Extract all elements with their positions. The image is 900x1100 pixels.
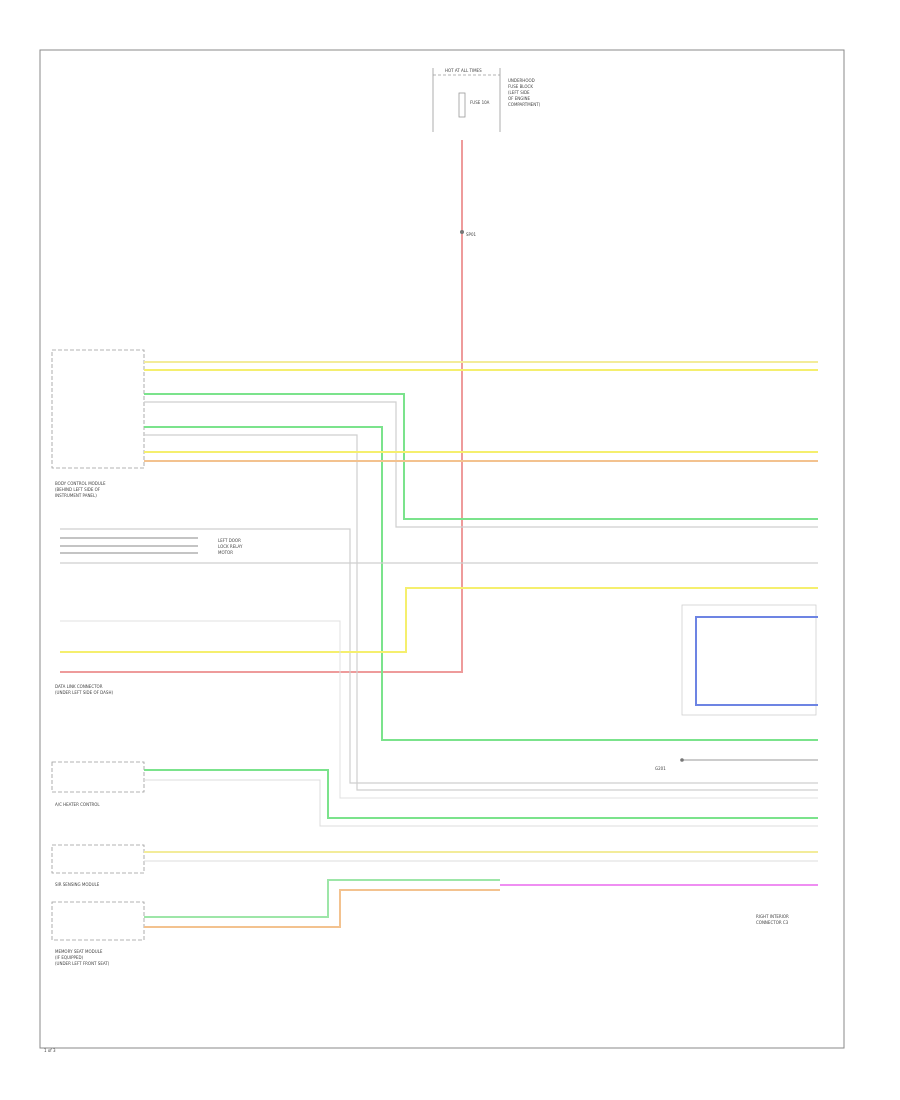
ground-label: G201 bbox=[655, 766, 666, 771]
fuse-label: FUSE 10A bbox=[470, 100, 490, 105]
splice-label: SP01 bbox=[466, 232, 476, 237]
sir-label: SIR SENSING MODULE bbox=[55, 882, 100, 887]
fuse-note-line-2: FUSE BLOCK bbox=[508, 84, 533, 89]
seat-label-line-1: MEMORY SEAT MODULE bbox=[55, 949, 103, 954]
hvac-wires bbox=[144, 769, 818, 827]
page-ref: 1 of 3 bbox=[44, 1048, 56, 1053]
bcm-label-line-1: BODY CONTROL MODULE bbox=[55, 481, 106, 486]
right-connector-label-line-1: RIGHT INTERIOR bbox=[756, 914, 789, 919]
bcm-label-line-3: INSTRUMENT PANEL) bbox=[55, 493, 97, 498]
seat-module-box bbox=[51, 901, 145, 941]
fuse-block-label: HOT AT ALL TIMES bbox=[445, 68, 482, 73]
fuse-block: HOT AT ALL TIMES FUSE 10A UNDERHOOD FUSE… bbox=[432, 68, 541, 132]
door-lock-label-line-2: LOCK RELAY bbox=[218, 544, 243, 549]
fuse-note-line-1: UNDERHOOD bbox=[508, 78, 535, 83]
fuse-note-line-4: OF ENGINE bbox=[508, 96, 531, 101]
bcm-label-line-2: (BEHIND LEFT SIDE OF bbox=[55, 487, 101, 492]
right-connector-box bbox=[681, 604, 817, 716]
power-wire: SP01 bbox=[60, 140, 476, 673]
fuse-note-line-3: (LEFT SIDE bbox=[508, 90, 530, 95]
seat-label-line-2: (IF EQUIPPED) bbox=[55, 955, 84, 960]
dlc-label-line-1: DATA LINK CONNECTOR bbox=[55, 684, 103, 689]
sir-wires bbox=[144, 851, 818, 886]
module-labels: BODY CONTROL MODULE (BEHIND LEFT SIDE OF… bbox=[44, 481, 789, 1053]
right-connector-label-line-2: CONNECTOR C3 bbox=[756, 920, 789, 925]
fuse-note-line-5: COMPARTMENT) bbox=[508, 102, 541, 107]
diagram-border bbox=[39, 49, 845, 1049]
ground-wire: G201 bbox=[655, 758, 818, 771]
sir-module-box bbox=[51, 844, 145, 874]
seat-wires bbox=[144, 879, 500, 928]
dlc-wires bbox=[60, 528, 818, 799]
seat-label-line-3: (UNDER LEFT FRONT SEAT) bbox=[55, 961, 110, 966]
dlc-label-line-2: (UNDER LEFT SIDE OF DASH) bbox=[55, 690, 113, 695]
hvac-module-box bbox=[51, 761, 145, 793]
door-lock-label-line-1: LEFT DOOR bbox=[218, 538, 241, 543]
body-control-module-box bbox=[51, 349, 145, 469]
blue-wire bbox=[695, 616, 818, 706]
door-lock-label-line-3: MOTOR bbox=[218, 550, 233, 555]
hvac-label: A/C HEATER CONTROL bbox=[55, 802, 100, 807]
bcm-wires bbox=[144, 361, 818, 791]
